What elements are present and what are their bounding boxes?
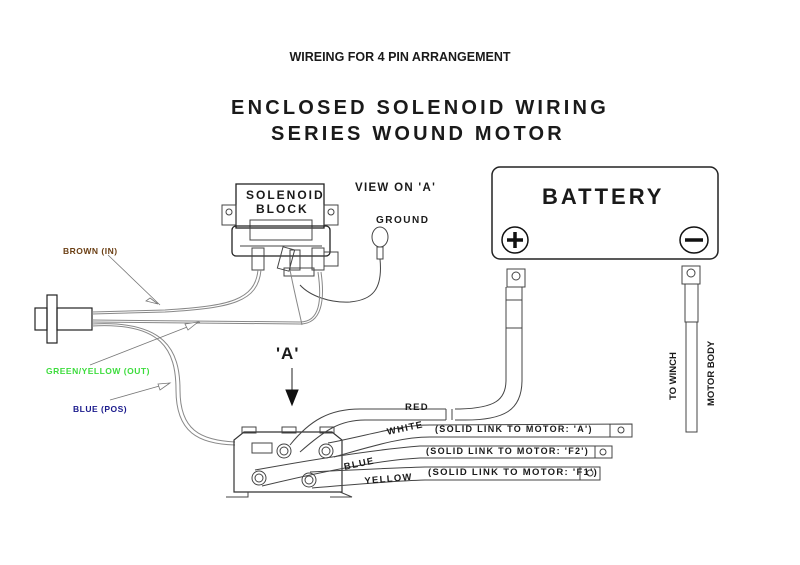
diagram-title-line2: SERIES WOUND MOTOR [271, 123, 565, 145]
plus-icon [501, 226, 529, 254]
control-wires [91, 269, 323, 446]
battery-label: BATTERY [542, 184, 665, 209]
white-cable [327, 423, 633, 458]
green-yellow-wire-label: GREEN/YELLOW (OUT) [46, 366, 150, 376]
view-arrow [285, 368, 299, 407]
to-winch-label: TO WINCH [668, 352, 679, 400]
yellow-cable-note: (SOLID LINK TO MOTOR: 'F1') [428, 467, 599, 478]
solenoid-label-line2: BLOCK [256, 202, 309, 216]
diagram-title-line1: ENCLOSED SOLENOID WIRING [231, 97, 609, 119]
plug-connector [34, 294, 93, 344]
blue-cable [254, 445, 613, 487]
blue-wire-label: BLUE (POS) [73, 404, 128, 414]
ground-terminal [299, 226, 389, 303]
red-cable [289, 268, 526, 453]
view-a-marker: 'A' [276, 344, 300, 363]
motor-body-label: MOTOR BODY [706, 340, 717, 406]
negative-cable [681, 265, 701, 433]
battery [491, 166, 719, 260]
diagram-subtitle: WIREING FOR 4 PIN ARRANGEMENT [289, 50, 511, 64]
blue-cable-note: (SOLID LINK TO MOTOR: 'F2') [426, 446, 590, 456]
minus-icon [679, 226, 709, 254]
red-cable-label: RED [405, 402, 429, 413]
brown-wire-label: BROWN (IN) [63, 246, 118, 256]
white-cable-note: (SOLID LINK TO MOTOR: 'A') [435, 424, 593, 434]
ground-label: GROUND [376, 215, 430, 226]
yellow-cable [309, 466, 601, 489]
solenoid-block [221, 183, 339, 277]
solenoid-label-line1: SOLENOID [246, 188, 325, 202]
view-on-a-label: VIEW ON 'A' [355, 182, 437, 194]
